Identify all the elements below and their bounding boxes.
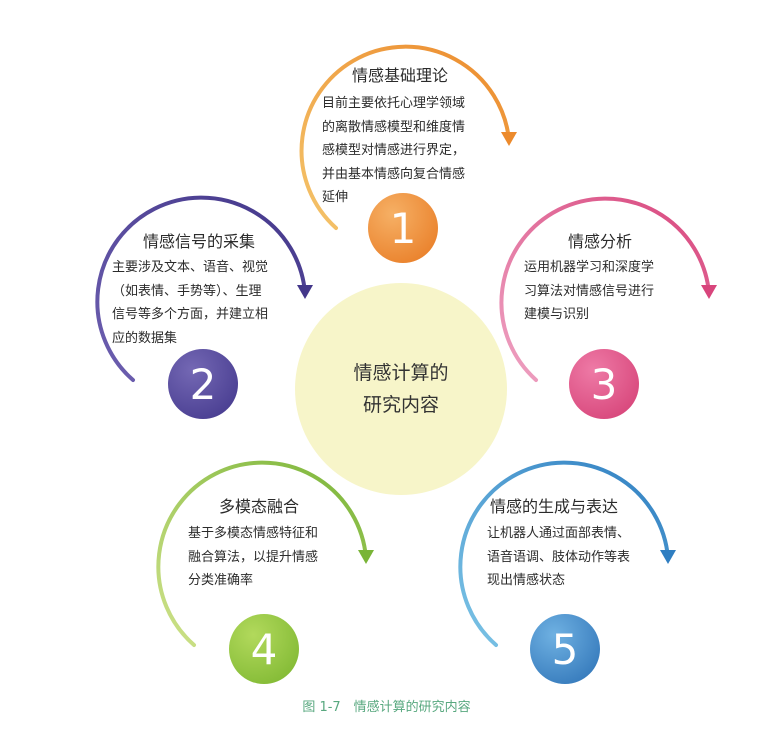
item-3-number-badge: 3: [569, 349, 639, 419]
item-4-desc-line: 基于多模态情感特征和: [188, 526, 319, 541]
item-3-desc-line: 习算法对情感信号进行: [524, 283, 655, 299]
center-title-line1: 情感计算的: [353, 362, 449, 384]
item-5-description: 让机器人通过面部表情、 语音语调、肢体动作等表 现出情感状态: [487, 522, 630, 593]
item-2-desc-line: 信号等多个方面，并建立相: [112, 307, 269, 322]
item-4-desc-line: 融合算法，以提升情感: [188, 549, 319, 565]
item-1-desc-line: 感模型对情感进行界定，: [322, 143, 466, 158]
arc-arrow-2: [297, 285, 313, 299]
arc-arrow-5: [660, 550, 676, 564]
arc-arrow-3: [701, 285, 717, 299]
item-2-title: 情感信号的采集: [143, 232, 256, 251]
item-3-desc-line: 运用机器学习和深度学: [524, 260, 655, 275]
arc-arrow-4: [358, 550, 374, 564]
item-1-description: 目前主要依托心理学领域 的离散情感模型和维度情 感模型对情感进行界定， 并由基本…: [322, 92, 465, 210]
item-2-desc-line: （如表情、手势等）、生理: [112, 283, 262, 299]
item-1-title: 情感基础理论: [352, 66, 449, 85]
arc-arrow-1: [501, 132, 517, 146]
item-5-number-badge: 5: [530, 614, 600, 684]
item-2-desc-line: 主要涉及文本、语音、视觉: [112, 260, 269, 275]
item-4-number-badge: 4: [229, 614, 299, 684]
item-5-desc-line: 语音语调、肢体动作等表: [487, 549, 631, 565]
item-1-desc-line: 并由基本情感向复合情感: [322, 166, 466, 182]
item-2-desc-line: 应的数据集: [112, 330, 178, 346]
arc-5: [458, 460, 670, 647]
item-5-desc-line: 让机器人通过面部表情、: [487, 526, 631, 541]
item-4-description: 基于多模态情感特征和 融合算法，以提升情感 分类准确率: [188, 522, 318, 593]
item-3-title: 情感分析: [568, 232, 633, 251]
item-2-number-badge: 2: [168, 349, 238, 419]
item-3-description: 运用机器学习和深度学 习算法对情感信号进行 建模与识别: [524, 256, 654, 327]
item-4-title: 多模态融合: [219, 497, 300, 516]
center-circle: 情感计算的 研究内容: [295, 283, 507, 495]
item-1-desc-line: 的离散情感模型和维度情: [322, 119, 466, 135]
item-1-number-badge: 1: [368, 193, 438, 263]
center-title-line2: 研究内容: [362, 394, 439, 416]
item-5-title: 情感的生成与表达: [490, 497, 619, 516]
item-1-desc-line: 目前主要依托心理学领域: [322, 96, 466, 111]
item-5-desc-line: 现出情感状态: [487, 573, 566, 588]
figure-caption: 图 1-7 情感计算的研究内容: [302, 700, 471, 715]
arc-4: [156, 460, 368, 647]
arc-2: [95, 195, 307, 382]
item-2-description: 主要涉及文本、语音、视觉 （如表情、手势等）、生理 信号等多个方面，并建立相 应…: [112, 256, 268, 350]
item-4-desc-line: 分类准确率: [188, 573, 254, 588]
arc-3: [499, 196, 711, 382]
item-1-desc-line: 延伸: [322, 190, 349, 205]
arc-1: [299, 44, 511, 230]
item-3-desc-line: 建模与识别: [524, 307, 590, 322]
